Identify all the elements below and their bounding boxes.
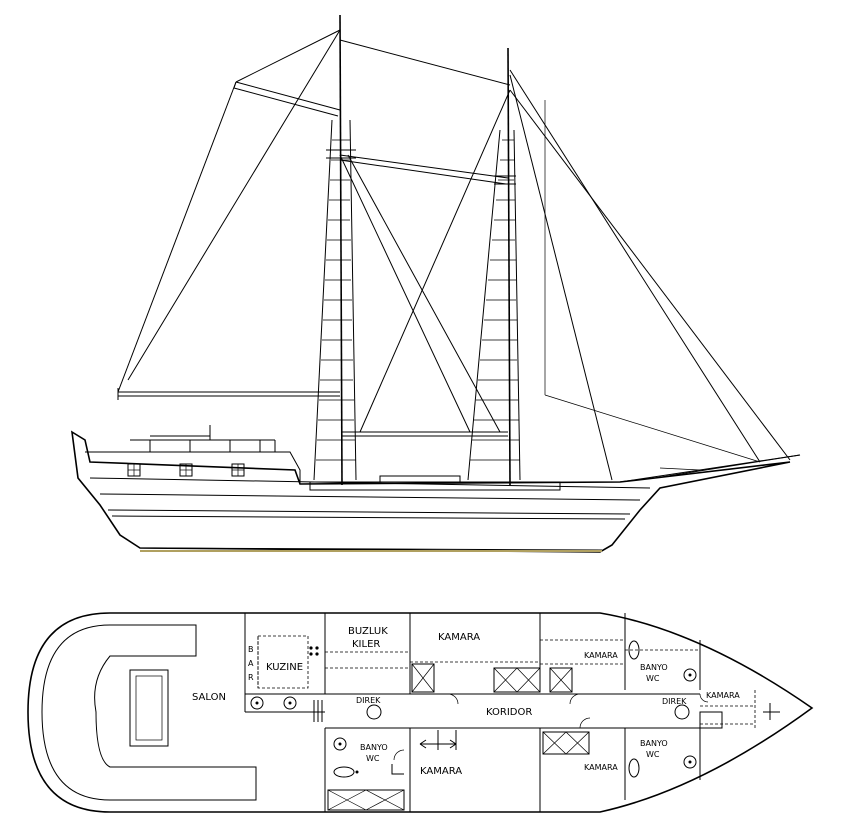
mast-main-icon	[366, 704, 382, 720]
toilet-icon	[333, 766, 355, 778]
label-bar-b: B	[248, 645, 254, 654]
main-boom	[117, 388, 340, 400]
sink-icon	[250, 696, 264, 710]
label-kiler: KILER	[352, 639, 380, 650]
sink-icon	[683, 755, 697, 769]
label-wc-bottom: WC	[366, 754, 380, 763]
stern-cabin	[85, 451, 301, 484]
label-banyo-bottom: BANYO	[360, 743, 388, 752]
mast-fore-icon	[674, 704, 690, 720]
sink-icon	[283, 696, 297, 710]
label-banyo-bottom-right: BANYO	[640, 739, 668, 748]
salon-table	[129, 669, 169, 747]
sink-icon	[683, 668, 697, 682]
sliding-door-arrow	[419, 730, 457, 750]
door-arc	[393, 693, 709, 761]
hull-bottom	[139, 547, 603, 551]
hull-stripe-2	[107, 509, 631, 515]
label-koridor: KORIDOR	[486, 707, 532, 718]
toilet-icon	[628, 640, 640, 660]
label-kamara-bottom: KAMARA	[420, 766, 462, 777]
plan-labels: SALON B A R KUZINE BUZLUK KILER KAMARA K…	[192, 626, 740, 777]
hull-stripe-1	[99, 493, 641, 501]
main-mast	[313, 14, 357, 486]
side-elevation	[70, 14, 801, 553]
bow-fixture-icon	[763, 703, 780, 720]
hull-outline	[70, 430, 791, 553]
main-gaff	[233, 81, 341, 117]
bulkheads	[244, 613, 701, 812]
label-direk-fwd: DIREK	[662, 697, 687, 706]
stern-rail	[130, 425, 276, 452]
hull-stripe-3	[111, 515, 626, 520]
label-salon: SALON	[192, 692, 226, 703]
deck-house	[309, 475, 561, 491]
fore-gaff	[339, 154, 509, 185]
label-direk-aft: DIREK	[356, 696, 381, 705]
rigging	[117, 29, 801, 481]
label-buzluk: BUZLUK	[348, 626, 388, 637]
label-kuzine: KUZINE	[266, 662, 303, 673]
stern-windows	[127, 463, 245, 477]
hull-sheer	[89, 477, 651, 489]
sink-icon	[333, 737, 347, 751]
label-banyo-top: BANYO	[640, 663, 668, 672]
label-wc-top: WC	[646, 674, 660, 683]
stairs	[313, 700, 323, 722]
fore-mast	[467, 47, 521, 486]
stove-icon	[309, 646, 319, 656]
plan-hull-outer	[27, 612, 814, 813]
label-kamara-top-mid: KAMARA	[584, 651, 618, 660]
plan-hull-inner	[41, 624, 257, 801]
label-kamara-bow: KAMARA	[706, 691, 740, 700]
label-wc-bottom-right: WC	[646, 750, 660, 759]
label-kamara-top: KAMARA	[438, 632, 480, 643]
deck-plan: SALON B A R KUZINE BUZLUK KILER KAMARA K…	[27, 612, 814, 813]
label-kamara-bottom-mid: KAMARA	[584, 763, 618, 772]
bunk-crosses	[327, 663, 723, 811]
label-bar-r: R	[248, 673, 254, 682]
fore-boom	[342, 431, 508, 437]
toilet-icon	[628, 758, 640, 778]
label-bar-a: A	[248, 659, 254, 668]
